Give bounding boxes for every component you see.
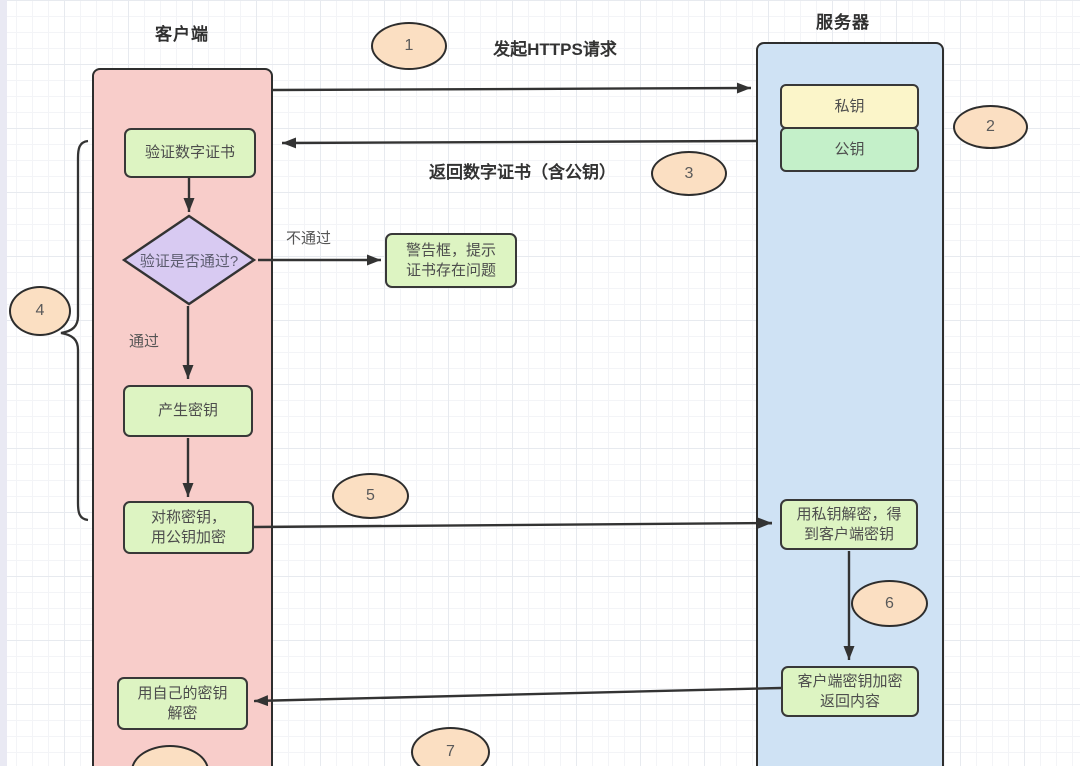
- node-symmetric-key-line2: 用公钥加密: [150, 528, 226, 546]
- node-warning-line1: 警告框，提示: [405, 241, 496, 259]
- node-verify-certificate-label: 验证数字证书: [144, 144, 235, 162]
- node-verify-decision: 验证是否通过?: [121, 214, 257, 306]
- step-ellipse-4: 4: [9, 286, 71, 336]
- decision-diamond-shape: [121, 214, 257, 306]
- client-title: 客户端: [155, 25, 209, 44]
- page-edge-strip: [0, 0, 7, 766]
- arrow-return-certificate: [281, 137, 757, 149]
- node-self-decrypt-line2: 解密: [167, 704, 198, 722]
- node-encrypt-return-line2: 返回内容: [819, 692, 880, 710]
- node-public-key-label: 公钥: [834, 140, 865, 158]
- node-generate-key: 产生密钥: [123, 385, 253, 437]
- server-title: 服务器: [816, 13, 870, 32]
- label-return-certificate: 返回数字证书（含公钥）: [429, 163, 616, 182]
- step-ellipse-6: 6: [851, 580, 928, 627]
- arrow-send-encrypted-key: [253, 517, 773, 529]
- arrow-https-request: [272, 82, 752, 94]
- node-verify-decision-label: 验证是否通过?: [139, 252, 239, 270]
- step-ellipse-3: 3: [651, 151, 727, 196]
- label-pass: 通过: [129, 333, 160, 350]
- node-public-key: 公钥: [780, 127, 919, 172]
- node-symmetric-key: 对称密钥， 用公钥加密: [123, 501, 254, 554]
- client-steps-brace: [60, 139, 89, 522]
- node-generate-key-label: 产生密钥: [157, 402, 218, 420]
- node-private-decrypt: 用私钥解密，得 到客户端密钥: [780, 499, 918, 550]
- node-private-decrypt-line1: 用私钥解密，得: [796, 505, 902, 523]
- arrow-return-content: [253, 686, 782, 707]
- node-self-decrypt: 用自己的密钥 解密: [117, 677, 248, 730]
- node-private-key: 私钥: [780, 84, 919, 129]
- node-symmetric-key-line1: 对称密钥，: [150, 508, 226, 526]
- label-https-request: 发起HTTPS请求: [493, 40, 617, 59]
- node-verify-certificate: 验证数字证书: [124, 128, 256, 178]
- node-encrypt-return: 客户端密钥加密 返回内容: [781, 666, 919, 717]
- step-ellipse-7: 7: [411, 727, 490, 766]
- node-warning-box: 警告框，提示 证书存在问题: [385, 233, 517, 288]
- label-not-pass: 不通过: [286, 230, 332, 247]
- step-ellipse-2: 2: [953, 105, 1028, 149]
- step-ellipse-5: 5: [332, 473, 409, 519]
- node-private-decrypt-line2: 到客户端密钥: [803, 525, 894, 543]
- node-private-key-label: 私钥: [834, 97, 865, 115]
- step-ellipse-1: 1: [371, 22, 447, 70]
- node-self-decrypt-line1: 用自己的密钥: [137, 684, 228, 702]
- node-warning-line2: 证书存在问题: [405, 261, 496, 279]
- node-encrypt-return-line1: 客户端密钥加密: [797, 672, 903, 690]
